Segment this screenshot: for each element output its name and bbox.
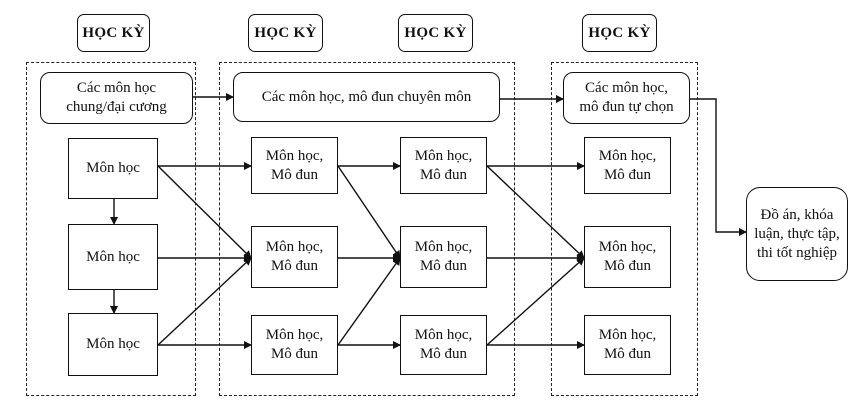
course-box-c2r3: Môn học, Mô đun: [251, 315, 338, 375]
arrow-c2r1-to-c3r2: [337, 165, 401, 259]
major-subjects-box: Các môn học, mô đun chuyên môn: [233, 72, 500, 122]
arrow-c3r1-to-c4r2: [486, 165, 585, 259]
course-box-c3r3: Môn học, Mô đun: [400, 315, 487, 375]
arrow-elective-to-final: [690, 98, 747, 236]
course-box-c1r2: Môn học: [68, 224, 158, 290]
course-box-c4r1: Môn học, Mô đun: [584, 137, 671, 194]
course-box-c1r1: Môn học: [68, 138, 158, 199]
elective-subjects-box: Các môn học, mô đun tự chọn: [563, 72, 690, 124]
semester-frame-2-3: [219, 62, 515, 396]
course-box-c2r1: Môn học, Mô đun: [251, 137, 338, 194]
course-box-c4r3: Môn học, Mô đun: [584, 315, 671, 375]
semester-frame-4: [551, 62, 698, 396]
arrow-c3r3-to-c4r2: [486, 257, 585, 346]
semester-header-2: HỌC KỲ: [248, 14, 323, 52]
arrow-c2r3-to-c3r2: [337, 257, 401, 346]
course-box-c1r3: Môn học: [68, 313, 158, 376]
arrow-c1r3-to-c2r2: [157, 257, 252, 346]
course-box-c4r2: Môn học, Mô đun: [584, 226, 671, 288]
course-box-c3r1: Môn học, Mô đun: [400, 137, 487, 194]
graduation-box: Đồ án, khóa luận, thực tập, thi tốt nghi…: [746, 187, 848, 281]
course-box-c2r2: Môn học, Mô đun: [251, 226, 338, 288]
semester-frame-1: [26, 62, 196, 396]
course-box-c3r2: Môn học, Mô đun: [400, 226, 487, 288]
arrow-c1r1-to-c2r2: [157, 165, 252, 259]
semester-header-3: HỌC KỲ: [398, 14, 473, 52]
semester-header-1: HỌC KỲ: [77, 14, 150, 52]
semester-header-4: HỌC KỲ: [582, 14, 657, 52]
general-subjects-box: Các môn học chung/đại cương: [40, 72, 193, 124]
